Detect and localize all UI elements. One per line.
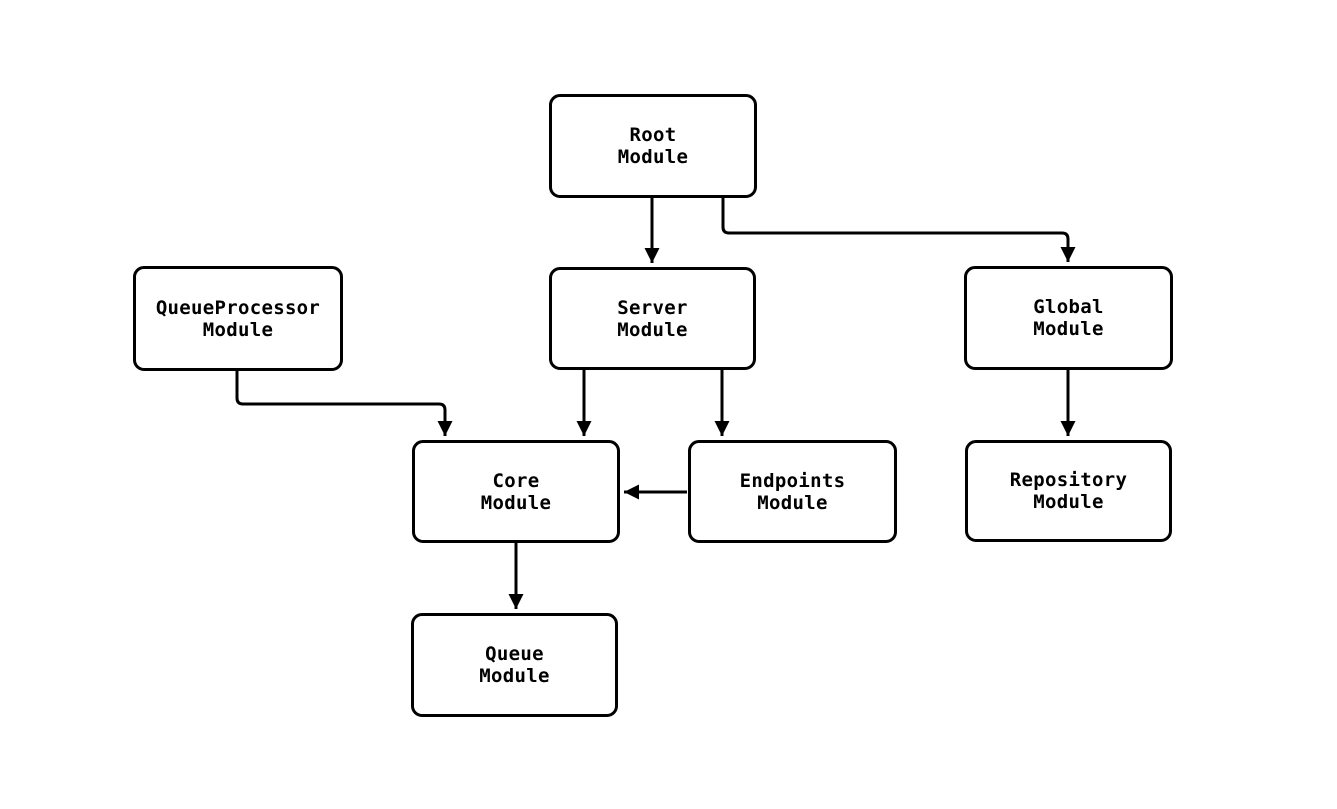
node-root-module: Root Module <box>549 94 757 198</box>
edge-queueprocessor-to-core <box>235 371 453 436</box>
edge-root-to-global <box>721 198 1076 262</box>
node-root-module-label: Root Module <box>617 124 689 168</box>
node-queueprocessor-module: QueueProcessor Module <box>133 266 343 371</box>
node-queueprocessor-module-label: QueueProcessor Module <box>155 296 321 341</box>
node-global-module: Global Module <box>964 266 1173 370</box>
node-core-module-label: Core Module <box>480 469 552 514</box>
node-repository-module-label: Repository Module <box>1009 469 1128 513</box>
node-queue-module-label: Queue Module <box>479 643 550 687</box>
node-core-module: Core Module <box>412 440 620 543</box>
node-global-module-label: Global Module <box>1033 296 1104 340</box>
node-endpoints-module: Endpoints Module <box>688 440 897 543</box>
node-server-module-label: Server Module <box>617 296 688 341</box>
node-endpoints-module-label: Endpoints Module <box>739 469 846 514</box>
node-repository-module: Repository Module <box>965 440 1172 542</box>
node-queue-module: Queue Module <box>411 613 618 717</box>
node-server-module: Server Module <box>549 267 756 370</box>
